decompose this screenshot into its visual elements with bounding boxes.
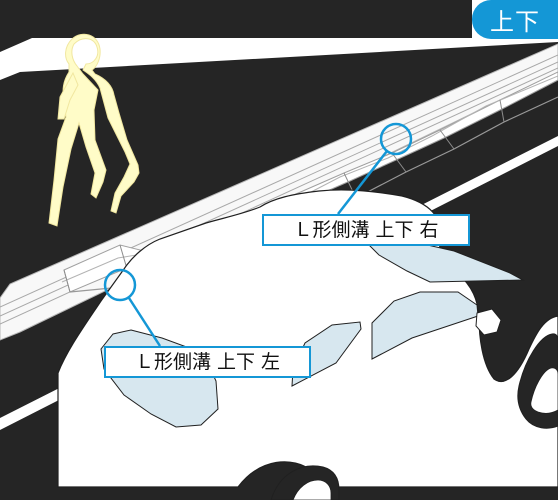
view-badge: 上下 (472, 0, 558, 39)
callout-label-left: Ｌ形側溝 上下 左 (104, 346, 311, 378)
callout-label-right: Ｌ形側溝 上下 右 (262, 214, 470, 246)
callout-connector-left (103, 268, 162, 347)
view-badge-label: 上下 (490, 8, 540, 36)
pedestrian-icon (48, 33, 140, 227)
callout-connector-right (337, 122, 413, 215)
callout-label-left-text: Ｌ形側溝 上下 左 (134, 350, 281, 373)
callout-label-right-text: Ｌ形側溝 上下 右 (293, 218, 439, 241)
car-icon (57, 189, 558, 501)
